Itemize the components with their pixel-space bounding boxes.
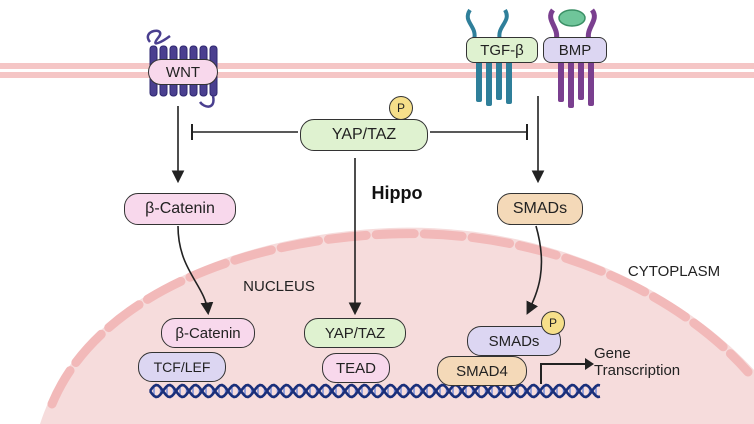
- cytoplasm-label: CYTOPLASM: [627, 262, 721, 280]
- smads-cytoplasm-node: SMADs: [497, 193, 583, 225]
- arrow-smads-to-nucleus: [526, 225, 543, 315]
- transcription-arrowhead: [585, 358, 594, 370]
- tead-node: TEAD: [322, 353, 390, 383]
- nucleus-label: NUCLEUS: [243, 277, 315, 295]
- bmp-label: BMP: [543, 37, 607, 63]
- phospho-badge-top: P: [389, 96, 413, 120]
- dna-strand: [148, 383, 601, 399]
- arrow-catenin-to-nucleus: [177, 225, 214, 316]
- bmp-ligand-icon: [558, 9, 586, 27]
- smad4-node: SMAD4: [437, 356, 527, 386]
- tcf-lef-node: TCF/LEF: [138, 352, 226, 382]
- cell-membrane: [0, 63, 754, 78]
- gene-transcription-label: Gene Transcription: [594, 345, 681, 379]
- hippo-label: Hippo: [371, 182, 423, 203]
- beta-catenin-cytoplasm-node: β-Catenin: [124, 193, 236, 225]
- wnt-label: WNT: [148, 59, 218, 85]
- dna-helix: [148, 383, 601, 399]
- phospho-badge-nucleus: P: [541, 311, 565, 335]
- tgf-beta-label: TGF-β: [466, 37, 538, 63]
- yaptaz-nucleus-node: YAP/TAZ: [304, 318, 406, 348]
- transcription-arrow: [540, 363, 585, 384]
- beta-catenin-nucleus-node: β-Catenin: [161, 318, 255, 348]
- yaptaz-cytoplasm-node: YAP/TAZ: [300, 119, 428, 151]
- nuclear-envelope: [47, 229, 753, 409]
- dna-strand: [148, 383, 601, 399]
